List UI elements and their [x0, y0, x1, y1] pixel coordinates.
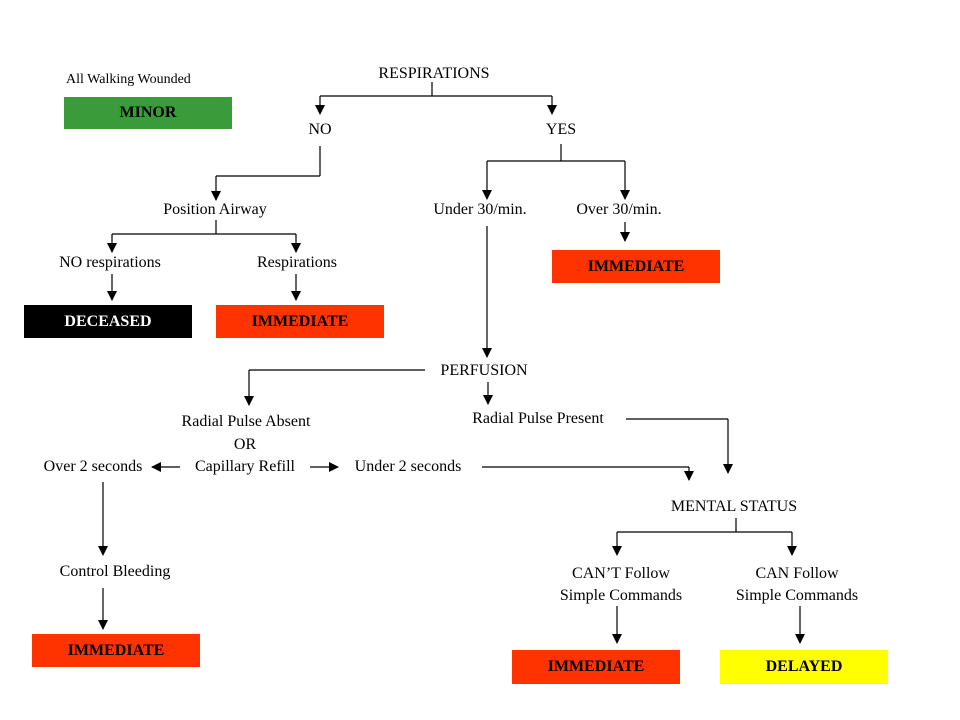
deceased-label: DECEASED: [64, 312, 152, 330]
minor-box: MINOR: [64, 97, 232, 129]
respirations-title: RESPIRATIONS: [378, 65, 490, 82]
cant-follow-line2: Simple Commands: [559, 587, 683, 604]
under-2-label: Under 2 seconds: [354, 458, 462, 475]
walking-wounded-label: All Walking Wounded: [66, 72, 191, 87]
under-30-label: Under 30/min.: [433, 201, 527, 218]
immediate-label: IMMEDIATE: [67, 641, 165, 659]
immediate-label: IMMEDIATE: [547, 658, 645, 675]
over-30-label: Over 30/min.: [576, 201, 662, 218]
delayed-label: DELAYED: [765, 658, 843, 675]
position-airway-label: Position Airway: [163, 201, 267, 218]
respirations-no: NO: [308, 121, 332, 138]
radial-absent-label: Radial Pulse Absent: [181, 413, 311, 430]
cant-follow-line1: CAN’T Follow: [572, 565, 670, 582]
can-follow-line2: Simple Commands: [735, 587, 859, 604]
perfusion-title: PERFUSION: [440, 362, 528, 379]
immediate-label: IMMEDIATE: [251, 312, 349, 330]
minor-label: MINOR: [119, 104, 177, 121]
immediate-box-over-30: IMMEDIATE: [552, 250, 720, 283]
deceased-box: DECEASED: [24, 305, 192, 338]
or-label: OR: [233, 436, 257, 453]
immediate-label: IMMEDIATE: [587, 257, 685, 275]
radial-present-label: Radial Pulse Present: [472, 410, 604, 427]
immediate-box-mental: IMMEDIATE: [512, 650, 680, 684]
capillary-refill-label: Capillary Refill: [195, 458, 295, 475]
over-2-label: Over 2 seconds: [43, 458, 143, 475]
respirations-yes: YES: [545, 121, 577, 138]
immediate-box-airway: IMMEDIATE: [216, 305, 384, 338]
no-respirations-label: NO respirations: [59, 254, 161, 271]
delayed-box: DELAYED: [720, 650, 888, 684]
respirations-label: Respirations: [257, 254, 337, 271]
mental-status-title: MENTAL STATUS: [670, 498, 798, 515]
can-follow-line1: CAN Follow: [755, 565, 839, 582]
immediate-box-bleeding: IMMEDIATE: [32, 634, 200, 667]
control-bleeding-label: Control Bleeding: [59, 563, 171, 580]
